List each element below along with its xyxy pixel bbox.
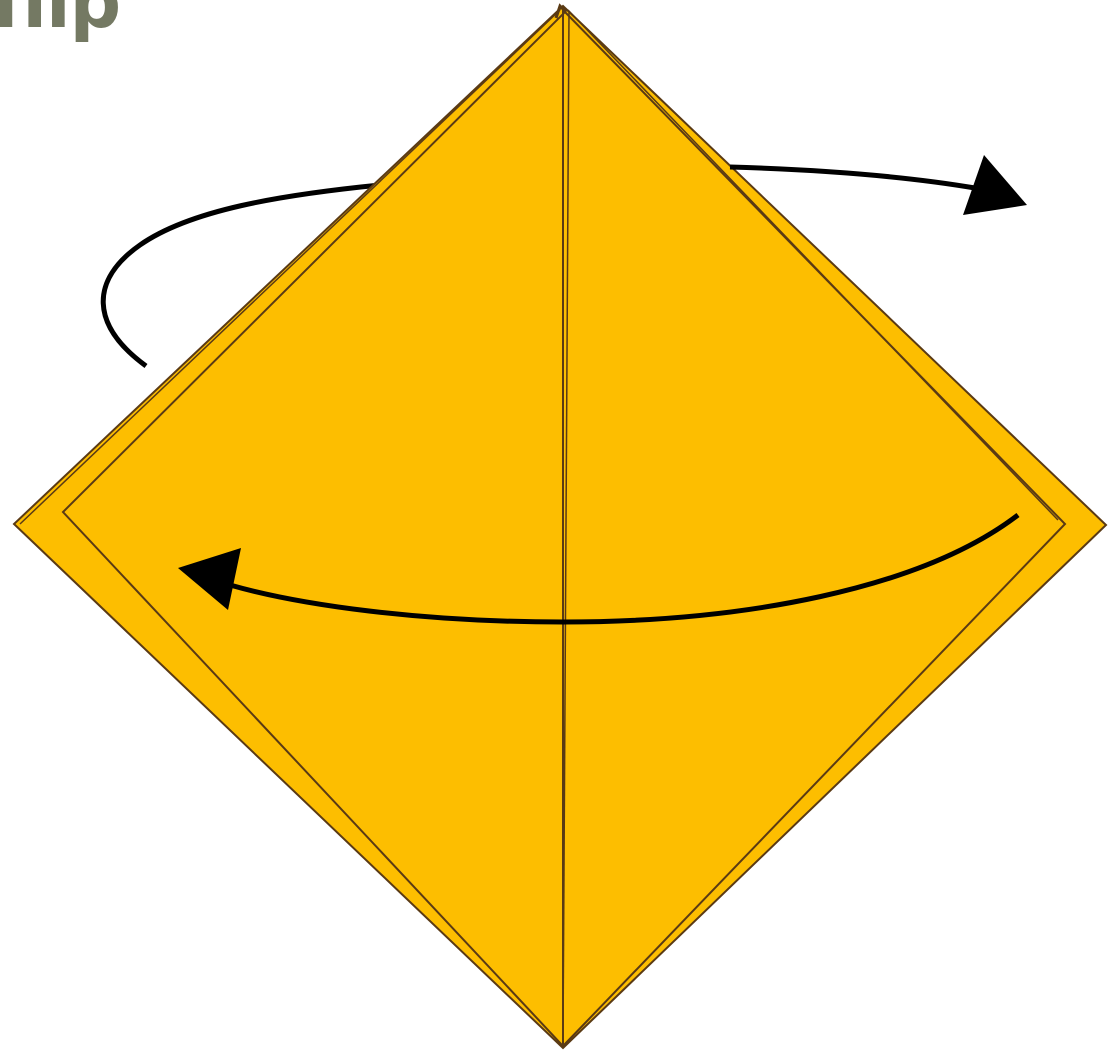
flip-arrow-top-back-stroke bbox=[100, 182, 381, 369]
flip-arrow-middle-head bbox=[178, 548, 241, 610]
flap-edge-right bbox=[567, 9, 1059, 521]
flip-arrow-top-head bbox=[963, 155, 1027, 215]
step-title: flip bbox=[0, 0, 121, 44]
flip-arrow-middle-stroke bbox=[229, 513, 1020, 625]
top-corner-mark bbox=[554, 3, 568, 19]
center-crease-secondary bbox=[562, 11, 570, 1041]
flap-edge-left bbox=[19, 9, 561, 525]
flip-arrow-top-front-stroke bbox=[729, 164, 976, 191]
